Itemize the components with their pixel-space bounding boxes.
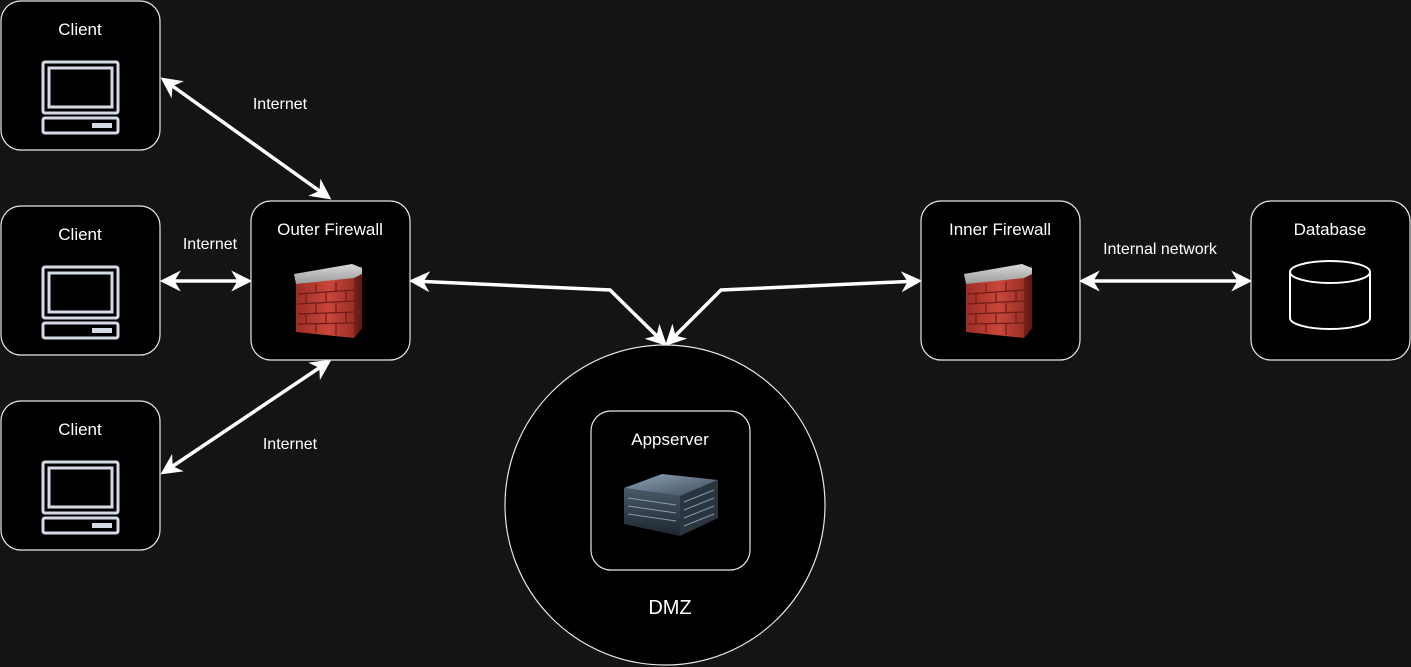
edge-inner-firewall-dmz (665, 271, 923, 346)
edge-label-internet-1: Internet (253, 96, 308, 113)
brick-firewall-icon (964, 264, 1032, 338)
inner-firewall-node[interactable]: Inner Firewall (920, 200, 1081, 361)
client-label: Client (58, 225, 102, 244)
client-label: Client (58, 20, 102, 39)
edge-outer-firewall-dmz (408, 271, 667, 346)
edge-label-internet-2: Internet (183, 236, 238, 253)
desktop-computer-icon (41, 265, 120, 340)
desktop-computer-icon (41, 460, 120, 535)
outer-firewall-node[interactable]: Outer Firewall (250, 200, 411, 361)
edge-label-internal-network: Internal network (1103, 241, 1218, 258)
edge-client3-outer-firewall (160, 359, 332, 475)
client-node[interactable]: Client (0, 205, 161, 356)
database-cylinder-icon (1289, 260, 1371, 330)
database-label: Database (1294, 220, 1367, 239)
appserver-label: Appserver (631, 430, 709, 449)
outer-firewall-label: Outer Firewall (277, 220, 383, 239)
database-node[interactable]: Database (1250, 200, 1411, 361)
client-node[interactable]: Client (0, 400, 161, 551)
dmz-label: DMZ (648, 597, 691, 619)
edge-label-internet-3: Internet (263, 436, 318, 453)
dmz-zone[interactable]: DMZ Appserver (504, 344, 826, 666)
client-label: Client (58, 420, 102, 439)
edge-client1-outer-firewall (160, 77, 332, 200)
edges (159, 77, 1253, 475)
brick-firewall-icon (294, 264, 362, 338)
server-rack-icon (624, 474, 718, 536)
client-node[interactable]: Client (0, 0, 161, 151)
inner-firewall-label: Inner Firewall (949, 220, 1051, 239)
appserver-node[interactable]: Appserver (590, 410, 751, 571)
desktop-computer-icon (41, 60, 120, 135)
